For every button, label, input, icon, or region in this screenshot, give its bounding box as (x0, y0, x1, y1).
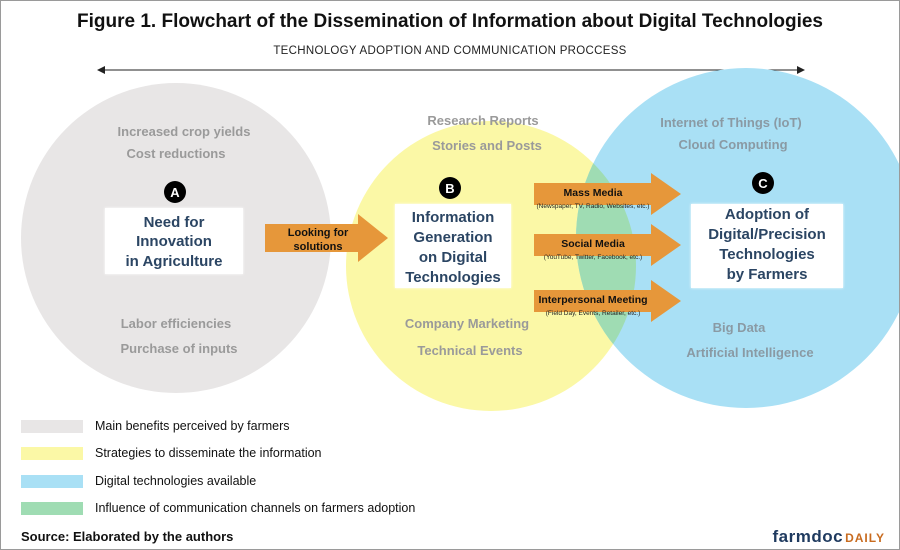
looking-for-solutions-arrow (265, 214, 388, 262)
legend-label: Digital technologies available (95, 474, 257, 488)
main-arrow-label: solutions (294, 241, 343, 253)
brand-name: farmdoc (772, 527, 844, 546)
badge-a (164, 181, 186, 203)
box-c-line: Digital/Precision (708, 226, 826, 243)
figure-title: Figure 1. Flowchart of the Dissemination… (77, 11, 823, 32)
benefit-item: Purchase of inputs (120, 341, 237, 356)
benefit-item: Cost reductions (127, 146, 226, 161)
strategy-item: Research Reports (427, 113, 538, 128)
badge-c (752, 172, 774, 194)
legend-swatch (21, 475, 83, 488)
strategy-item: Stories and Posts (432, 138, 542, 153)
strategy-item: Technical Events (417, 343, 522, 358)
social-media-arrow (534, 224, 681, 266)
strategy-item: Company Marketing (405, 316, 529, 331)
box-b-line: Information (412, 209, 495, 226)
legend-label: Strategies to disseminate the informatio… (95, 446, 322, 460)
channel-label: Social Media (561, 238, 625, 250)
technology-item: Internet of Things (IoT) (660, 115, 802, 130)
box-c-line: Adoption of (725, 206, 810, 223)
main-arrow-label: Looking for (288, 227, 349, 239)
legend-label: Influence of communication channels on f… (95, 501, 416, 515)
channel-label: Interpersonal Meeting (538, 294, 647, 306)
legend-swatch (21, 502, 83, 515)
box-a-line: Need for (144, 214, 205, 231)
box-b-line: Generation (413, 229, 492, 246)
badge-a-letter: A (170, 185, 180, 200)
benefit-item: Labor efficiencies (121, 316, 232, 331)
channel-label: Mass Media (564, 187, 623, 199)
badge-c-letter: C (758, 176, 768, 191)
technology-item: Big Data (713, 320, 767, 335)
legend-swatch (21, 447, 83, 460)
badge-b-letter: B (445, 181, 454, 196)
box-c (691, 204, 843, 288)
box-c-line: by Farmers (727, 266, 808, 283)
box-b-line: Technologies (405, 269, 501, 286)
box-a-line: Innovation (136, 233, 212, 250)
box-c-line: Technologies (719, 246, 815, 263)
legend-swatch (21, 420, 83, 433)
box-b (395, 204, 511, 288)
technology-item: Artificial Intelligence (686, 345, 813, 360)
legend-label: Main benefits perceived by farmers (95, 419, 290, 433)
badge-b (439, 177, 461, 199)
box-a (105, 208, 243, 274)
source-note: Source: Elaborated by the authors (21, 529, 234, 544)
channel-examples: (Field Day, Events, Retailer, etc.) (546, 310, 641, 317)
technology-item: Cloud Computing (678, 137, 787, 152)
process-subtitle: TECHNOLOGY ADOPTION AND COMMUNICATION PR… (273, 45, 627, 57)
interpersonal-meeting-arrow (534, 280, 681, 322)
brand-suffix: DAILY (845, 531, 885, 545)
channel-examples: (YouTube, Twitter, Facebook, etc.) (544, 254, 642, 261)
benefit-item: Increased crop yields (118, 124, 251, 139)
channel-examples: (Newspaper, TV, Radio, Websites, etc.) (537, 203, 650, 210)
mass-media-arrow (534, 173, 681, 215)
box-b-line: on Digital (419, 249, 487, 266)
box-a-line: in Agriculture (126, 253, 223, 270)
